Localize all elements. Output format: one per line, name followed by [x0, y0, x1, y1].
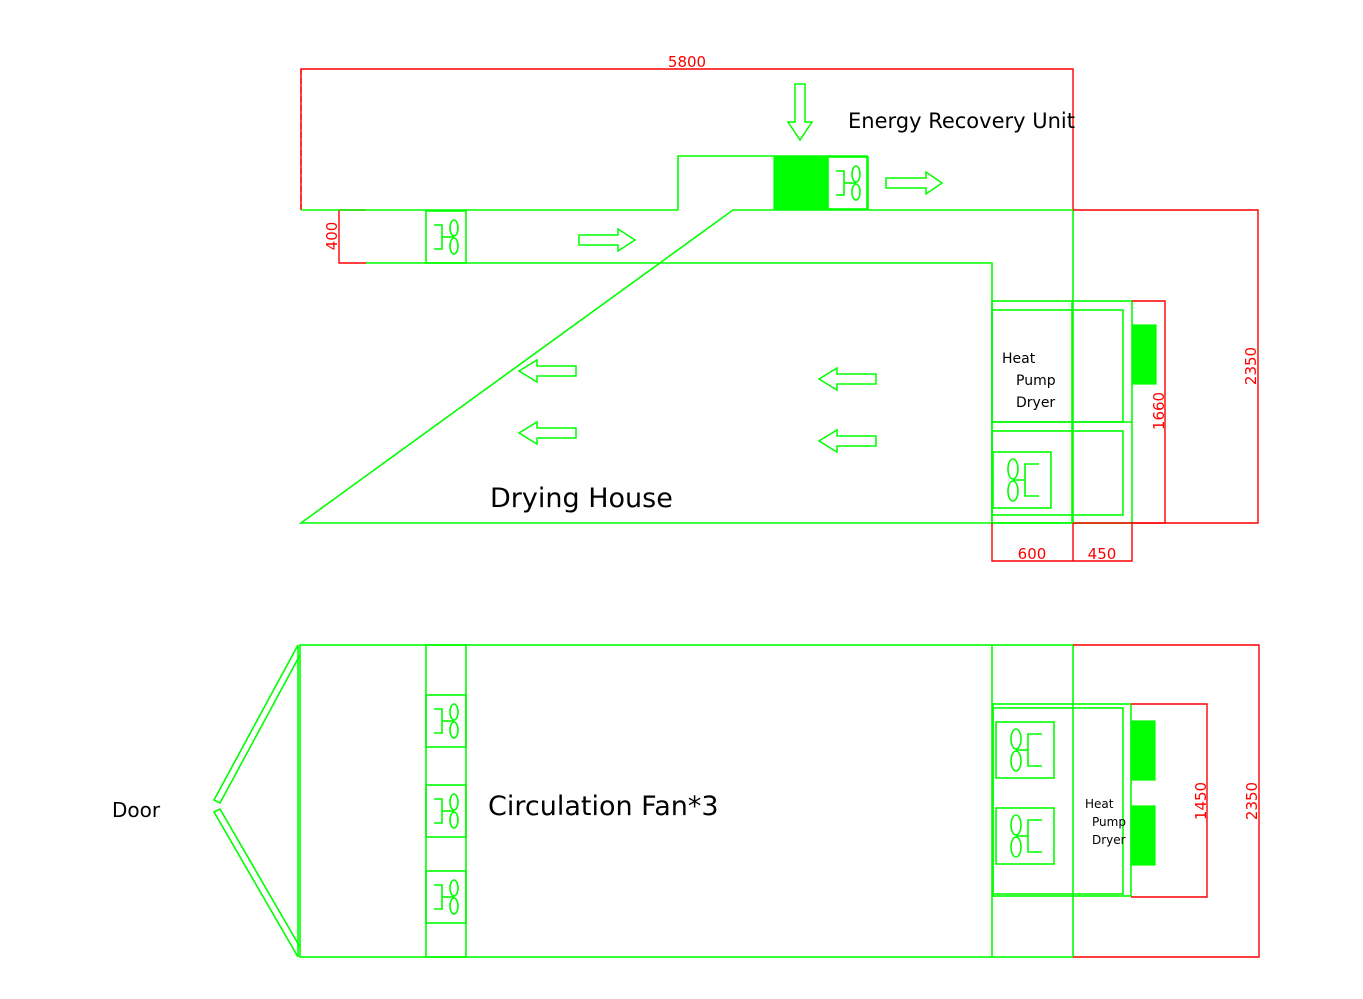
flow-arrow-left-1-icon: [517, 358, 577, 384]
energy-recovery-coil: [773, 156, 829, 210]
flow-arrow-left-3-icon: [817, 366, 877, 392]
top-plan: 5800 400 Heat Pump Dryer: [298, 53, 1260, 563]
dimension-line-dryer-top: [1132, 300, 1166, 524]
inflow-arrow-icon: [786, 83, 814, 142]
dryer-fan-bottom-2-icon: [995, 807, 1055, 865]
door-upper-leaf: [212, 644, 301, 805]
energy-recovery-label: Energy Recovery Unit: [848, 109, 1075, 133]
circulation-fan-label: Circulation Fan*3: [488, 791, 719, 822]
heat-pump-label-top-3: Dryer: [1016, 395, 1055, 411]
dimension-line-dryer-bottom: [1131, 703, 1208, 898]
supply-duct: [366, 262, 993, 523]
flow-arrow-left-4-icon: [817, 428, 877, 454]
bottom-plan: Door Circulation Fan*3 Heat Pump Dryer 2…: [112, 644, 1261, 958]
dryer-unit-bottom-1: [1130, 720, 1156, 781]
dimension-line-length: [300, 68, 1074, 210]
flow-arrow-left-2-icon: [517, 420, 577, 446]
dryer-fan-top-icon: [992, 451, 1052, 509]
exhaust-arrow-icon: [885, 170, 944, 196]
heat-pump-label-bottom-3: Dryer: [1092, 833, 1126, 847]
dryer-unit-bottom-2: [1130, 805, 1156, 866]
heat-pump-label-top-1: Heat: [1002, 351, 1036, 367]
dimension-line-width-bottom: [1073, 644, 1260, 958]
heat-pump-label-bottom-1: Heat: [1085, 797, 1114, 811]
duct-flow-arrow-icon: [578, 227, 637, 253]
door-label: Door: [112, 798, 161, 822]
dimension-dryer-height-top: 1660: [1150, 392, 1168, 430]
dryer-fan-bottom-1-icon: [995, 721, 1055, 779]
dimension-width-bottom: 2350: [1243, 782, 1261, 820]
heat-pump-label-bottom-2: Pump: [1092, 815, 1126, 829]
circulation-fan-1-icon: [425, 694, 467, 748]
circulation-fan-2-icon: [425, 784, 467, 838]
door-lower-leaf: [212, 807, 301, 958]
dimension-unit-depth: 450: [1088, 545, 1117, 563]
circulation-fan-3-icon: [425, 870, 467, 924]
dimension-width-top: 2350: [1242, 347, 1260, 385]
dryer-unit-top: [1132, 324, 1157, 385]
dimension-line-depth: [991, 523, 1133, 562]
dimension-dryer-depth: 600: [1018, 545, 1047, 563]
dimension-line-duct: [338, 209, 366, 264]
energy-recovery-duct: [677, 155, 868, 210]
dimension-dryer-height-bottom: 1450: [1192, 782, 1210, 820]
energy-recovery-fan-icon: [827, 156, 869, 210]
drying-house-outline: [298, 209, 1074, 524]
dimension-length: 5800: [668, 53, 706, 71]
heat-pump-label-top-2: Pump: [1016, 373, 1056, 389]
circulation-fan-column: [425, 644, 467, 958]
bottom-house-outline: [299, 644, 1074, 958]
dimension-duct-height: 400: [323, 222, 341, 251]
drying-house-label: Drying House: [490, 483, 673, 514]
heat-pump-dryer-top: [991, 300, 1133, 524]
duct-fan-icon: [425, 210, 467, 264]
